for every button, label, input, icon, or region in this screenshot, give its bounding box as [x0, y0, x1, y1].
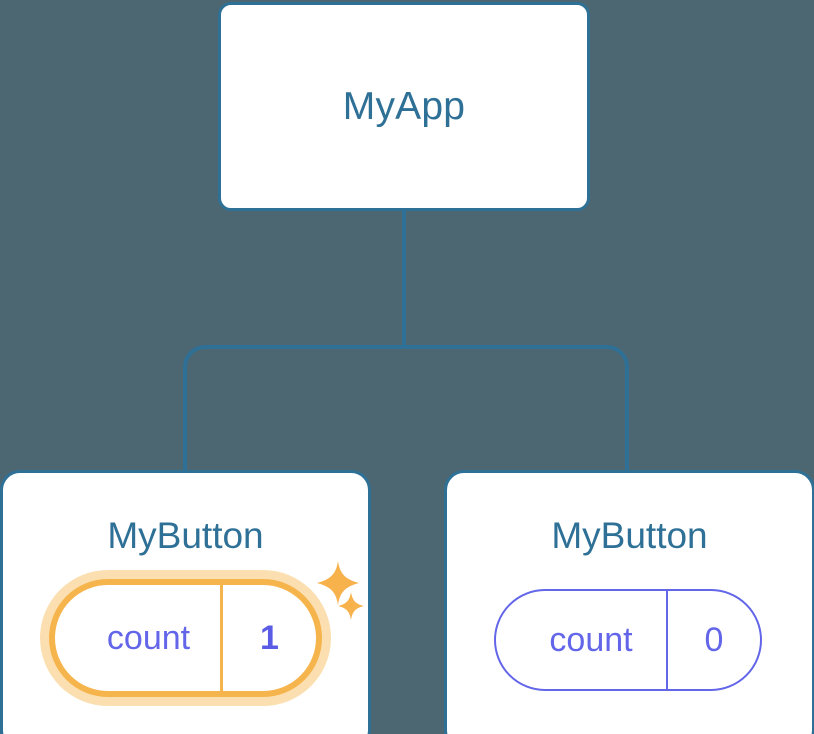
node-mybutton-right-title: MyButton	[551, 515, 708, 556]
state-pill-right-wrap[interactable]: count 0	[494, 589, 762, 691]
connector-to-left-child	[183, 345, 404, 470]
state-key-right: count	[549, 621, 633, 659]
state-pill-left[interactable]: count 1	[49, 579, 322, 697]
state-pill-right[interactable]: count 0	[494, 589, 762, 691]
state-value-right: 0	[666, 591, 760, 689]
state-key-left: count	[106, 619, 191, 657]
state-value-left: 1	[220, 585, 316, 691]
node-mybutton-left-title: MyButton	[107, 515, 264, 556]
connector-to-right-child	[404, 345, 629, 470]
node-myapp-title: MyApp	[342, 85, 466, 128]
node-myapp[interactable]: MyApp	[218, 2, 590, 211]
state-pill-left-highlight[interactable]: count 1	[40, 570, 331, 706]
